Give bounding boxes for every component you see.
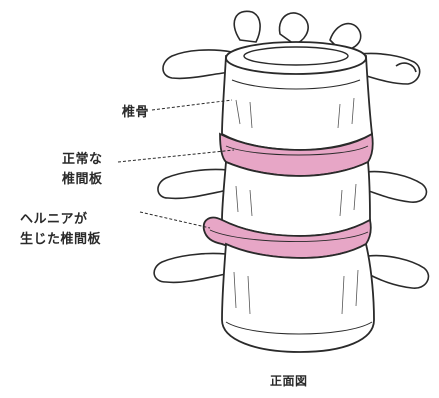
caption-front-view: 正面図 (270, 372, 308, 389)
leader-line-vertebra (152, 100, 232, 110)
label-herniated-disc-line1: ヘルニアが (20, 210, 101, 230)
label-normal-disc-line1: 正常な (62, 150, 103, 170)
leader-line-herniated-disc (140, 212, 210, 228)
label-herniated-disc-line2: 生じた椎間板 (20, 230, 101, 250)
leader-line-normal-disc (118, 150, 234, 162)
label-herniated-disc: ヘルニアが 生じた椎間板 (20, 210, 101, 250)
vertebra-bottom (222, 244, 374, 352)
label-normal-disc: 正常な 椎間板 (62, 150, 103, 190)
vertebra-top (222, 42, 372, 150)
label-normal-disc-line2: 椎間板 (62, 170, 103, 190)
label-vertebra: 椎骨 (122, 101, 149, 120)
